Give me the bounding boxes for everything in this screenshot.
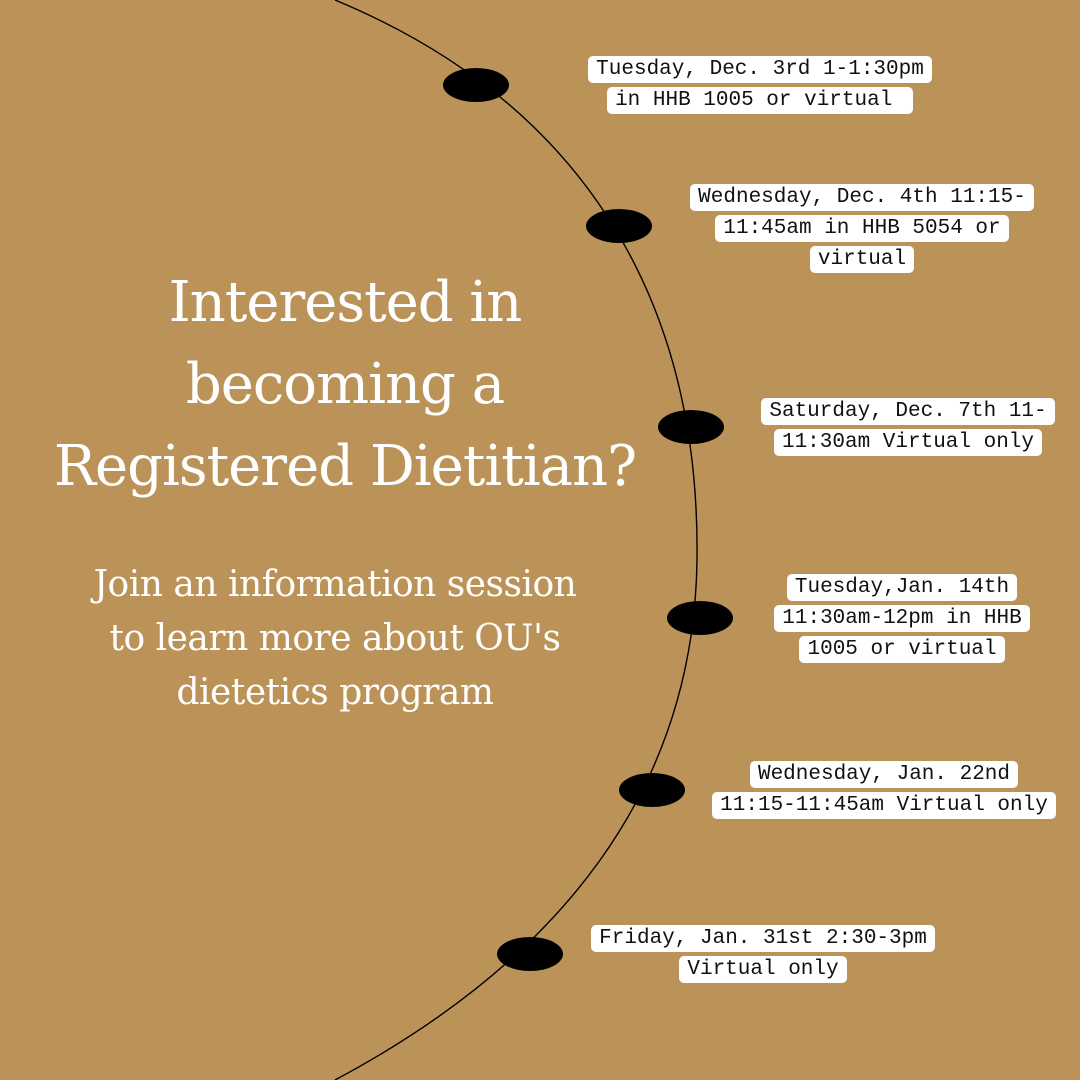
heading-line: becoming a <box>185 352 505 417</box>
timeline-dot <box>658 410 724 444</box>
session-label-3: Saturday, Dec. 7th 11- 11:30am Virtual o… <box>748 396 1068 458</box>
session-line: Wednesday, Dec. 4th 11:15- <box>690 184 1034 211</box>
session-line: Tuesday,Jan. 14th <box>786 574 1018 601</box>
subheading-line: Join an information session <box>93 564 577 605</box>
session-line: 11:30am-12pm in HHB <box>774 605 1030 632</box>
heading-line: Interested in <box>168 270 523 335</box>
timeline-dot <box>443 68 509 102</box>
timeline-dot <box>619 773 685 807</box>
session-line: Virtual only <box>679 956 847 983</box>
session-line: Wednesday, Jan. 22nd <box>749 761 1019 788</box>
timeline-arc <box>334 0 698 1080</box>
session-line: Saturday, Dec. 7th 11- <box>761 398 1055 425</box>
subheading-line: to learn more about OU's <box>109 618 561 659</box>
subheading: Join an information session to learn mor… <box>0 558 670 720</box>
session-label-2: Wednesday, Dec. 4th 11:15- 11:45am in HH… <box>662 182 1062 275</box>
subheading-line: dietetics program <box>176 672 494 713</box>
timeline-dot <box>497 937 563 971</box>
heading-line: Registered Dietitian? <box>53 434 637 499</box>
timeline-dot <box>586 209 652 243</box>
session-label-1: Tuesday, Dec. 3rd 1-1:30pm in HHB 1005 o… <box>560 54 960 116</box>
timeline-dot <box>667 601 733 635</box>
session-line: 1005 or virtual <box>799 636 1005 663</box>
session-line: 11:45am in HHB 5054 or <box>715 215 1009 242</box>
session-line: Tuesday, Dec. 3rd 1-1:30pm <box>588 56 932 83</box>
session-line: in HHB 1005 or virtual <box>607 87 913 114</box>
session-label-6: Friday, Jan. 31st 2:30-3pm Virtual only <box>565 923 961 985</box>
session-line: 11:30am Virtual only <box>773 429 1043 456</box>
session-label-4: Tuesday,Jan. 14th 11:30am-12pm in HHB 10… <box>752 572 1052 665</box>
session-line: virtual <box>809 246 915 273</box>
session-line: 11:15-11:45am Virtual only <box>712 792 1056 819</box>
main-heading: Interested in becoming a Registered Diet… <box>0 262 690 508</box>
session-label-5: Wednesday, Jan. 22nd 11:15-11:45am Virtu… <box>700 759 1068 821</box>
session-line: Friday, Jan. 31st 2:30-3pm <box>591 925 935 952</box>
